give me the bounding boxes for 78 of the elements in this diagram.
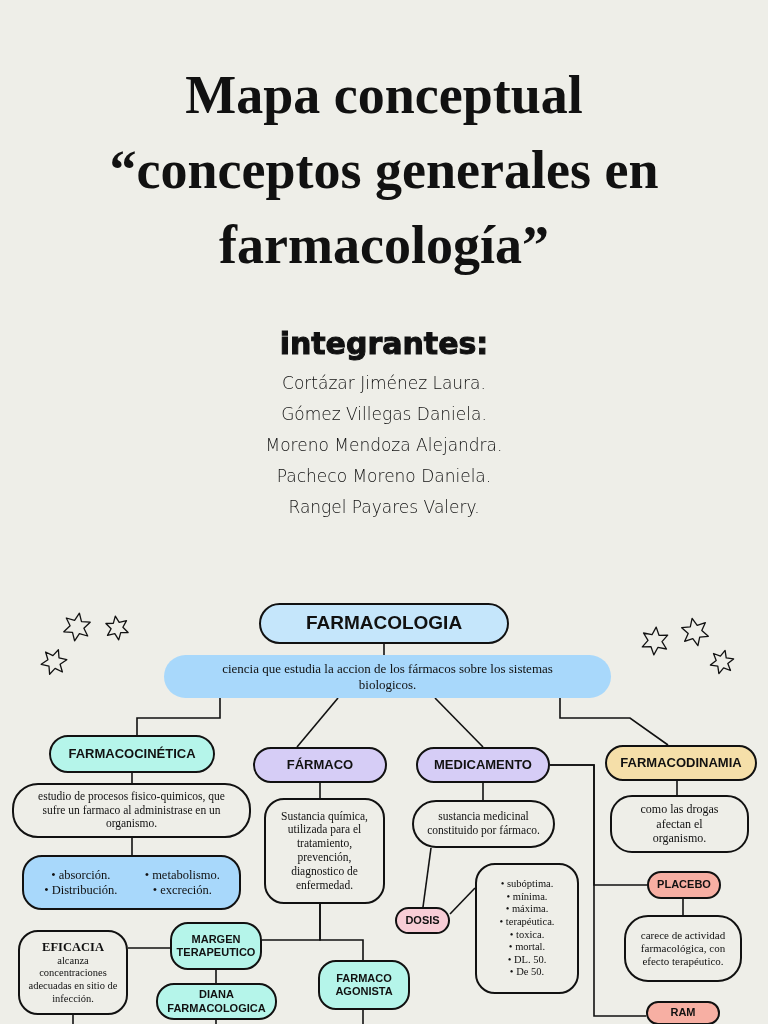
- member-name: Gómez Villegas Daniela.: [280, 403, 488, 426]
- concept-box: [49, 735, 215, 773]
- list-item: • metabolismo.: [143, 867, 221, 883]
- concept-box: [646, 1001, 720, 1024]
- description-box: [264, 798, 385, 904]
- description-box: [475, 863, 579, 994]
- concept-box: [170, 922, 262, 970]
- list-item: • DL. 50.: [506, 953, 548, 967]
- connector-line: [422, 847, 432, 908]
- node-text: DOSIS: [405, 913, 440, 928]
- description-box: [12, 783, 251, 838]
- connector-line: [215, 1019, 217, 1024]
- connector-line: [127, 947, 171, 949]
- connector-line: [676, 780, 678, 796]
- description-box: [164, 655, 611, 698]
- member-name: Moreno Mendoza Alejandra.: [264, 434, 504, 457]
- list-item: • máxima.: [504, 903, 550, 916]
- node-text: MEDICAMENTO: [434, 757, 532, 773]
- node-text: Sustancia química, utilizada para el tratamiento, prevención, diagnostico de enfermedad.: [280, 809, 369, 893]
- description-box: [412, 800, 555, 848]
- concept-box: [416, 747, 550, 783]
- list-item: • absorción.: [50, 867, 112, 883]
- node-text: estudio de procesos fisico-quimicos, que sufre un farmaco al administrase en un organismo.: [37, 789, 226, 832]
- description-box: [610, 795, 749, 853]
- node-text: RAM: [670, 1006, 696, 1020]
- connector-line: [682, 898, 684, 916]
- list-item: • terapéutica.: [498, 915, 556, 929]
- node-text: FARMACODINAMIA: [620, 755, 742, 771]
- concept-box: [605, 745, 757, 781]
- description-box: [624, 915, 742, 982]
- connector-line: [319, 782, 321, 799]
- concept-box: [318, 960, 410, 1010]
- list-item: • subóptima.: [499, 878, 555, 891]
- node-text: PLACEBO: [657, 878, 711, 892]
- node-text: FARMACOLOGIA: [305, 612, 463, 635]
- node-text: FARMACO AGONISTA: [334, 971, 394, 999]
- concept-box: [395, 907, 450, 934]
- member-name: Cortázar Jiménez Laura.: [281, 372, 487, 395]
- connector-line: [559, 697, 669, 746]
- list-item: • Distribución.: [43, 882, 119, 898]
- concept-box: [647, 871, 721, 899]
- list-item: • mortal.: [507, 941, 547, 954]
- node-text: como las drogas afectan el organismo.: [639, 802, 720, 846]
- connector-line: [434, 697, 484, 748]
- concept-box: [259, 603, 509, 644]
- member-name: Rangel Payares Valery.: [287, 496, 481, 519]
- connector-line: [549, 764, 647, 1017]
- connector-line: [319, 903, 364, 961]
- concept-box: [253, 747, 387, 783]
- list-item: • toxica.: [508, 928, 546, 942]
- node-text: MARGEN TERAPEUTICO: [176, 932, 256, 960]
- node-text: DIANA FARMACOLOGICA: [166, 988, 267, 1015]
- connector-line: [131, 837, 133, 856]
- node-text: FÁRMACO: [286, 757, 354, 773]
- list-item: • mínima.: [505, 890, 549, 904]
- connector-line: [383, 643, 385, 656]
- title: Mapa conceptual “conceptos generales en farmacología”: [108, 64, 660, 277]
- node-text: carece de actividad farmacológica, con efecto terapéutico.: [639, 928, 727, 969]
- list-item: • De 50.: [508, 966, 546, 979]
- node-text: sustancia medicinal constituido por fármaco.: [426, 810, 541, 838]
- member-name: Pacheco Moreno Daniela.: [275, 465, 493, 488]
- description-box: [18, 930, 128, 1015]
- node-text: alcanza concentraciones adecuadas en sitio de infección.: [27, 954, 119, 1006]
- connector-line: [296, 697, 339, 748]
- section-heading: integrantes:: [278, 325, 490, 363]
- connector-line: [482, 782, 484, 801]
- connector-line: [131, 772, 133, 784]
- description-box: [22, 855, 241, 910]
- connector-line: [362, 1009, 364, 1024]
- connector-line: [449, 887, 476, 915]
- list-item: • excreción.: [151, 882, 213, 898]
- node-text: ciencia que estudia la accion de los fármacos sobre los sistemas biologicos.: [221, 660, 554, 693]
- connector-line: [215, 969, 217, 984]
- connector-line: [72, 1014, 74, 1024]
- node-heading: EFICACIA: [42, 939, 104, 955]
- concept-box: [156, 983, 277, 1020]
- connector-line: [136, 697, 221, 736]
- node-text: FARMACOCINÉTICA: [68, 746, 196, 762]
